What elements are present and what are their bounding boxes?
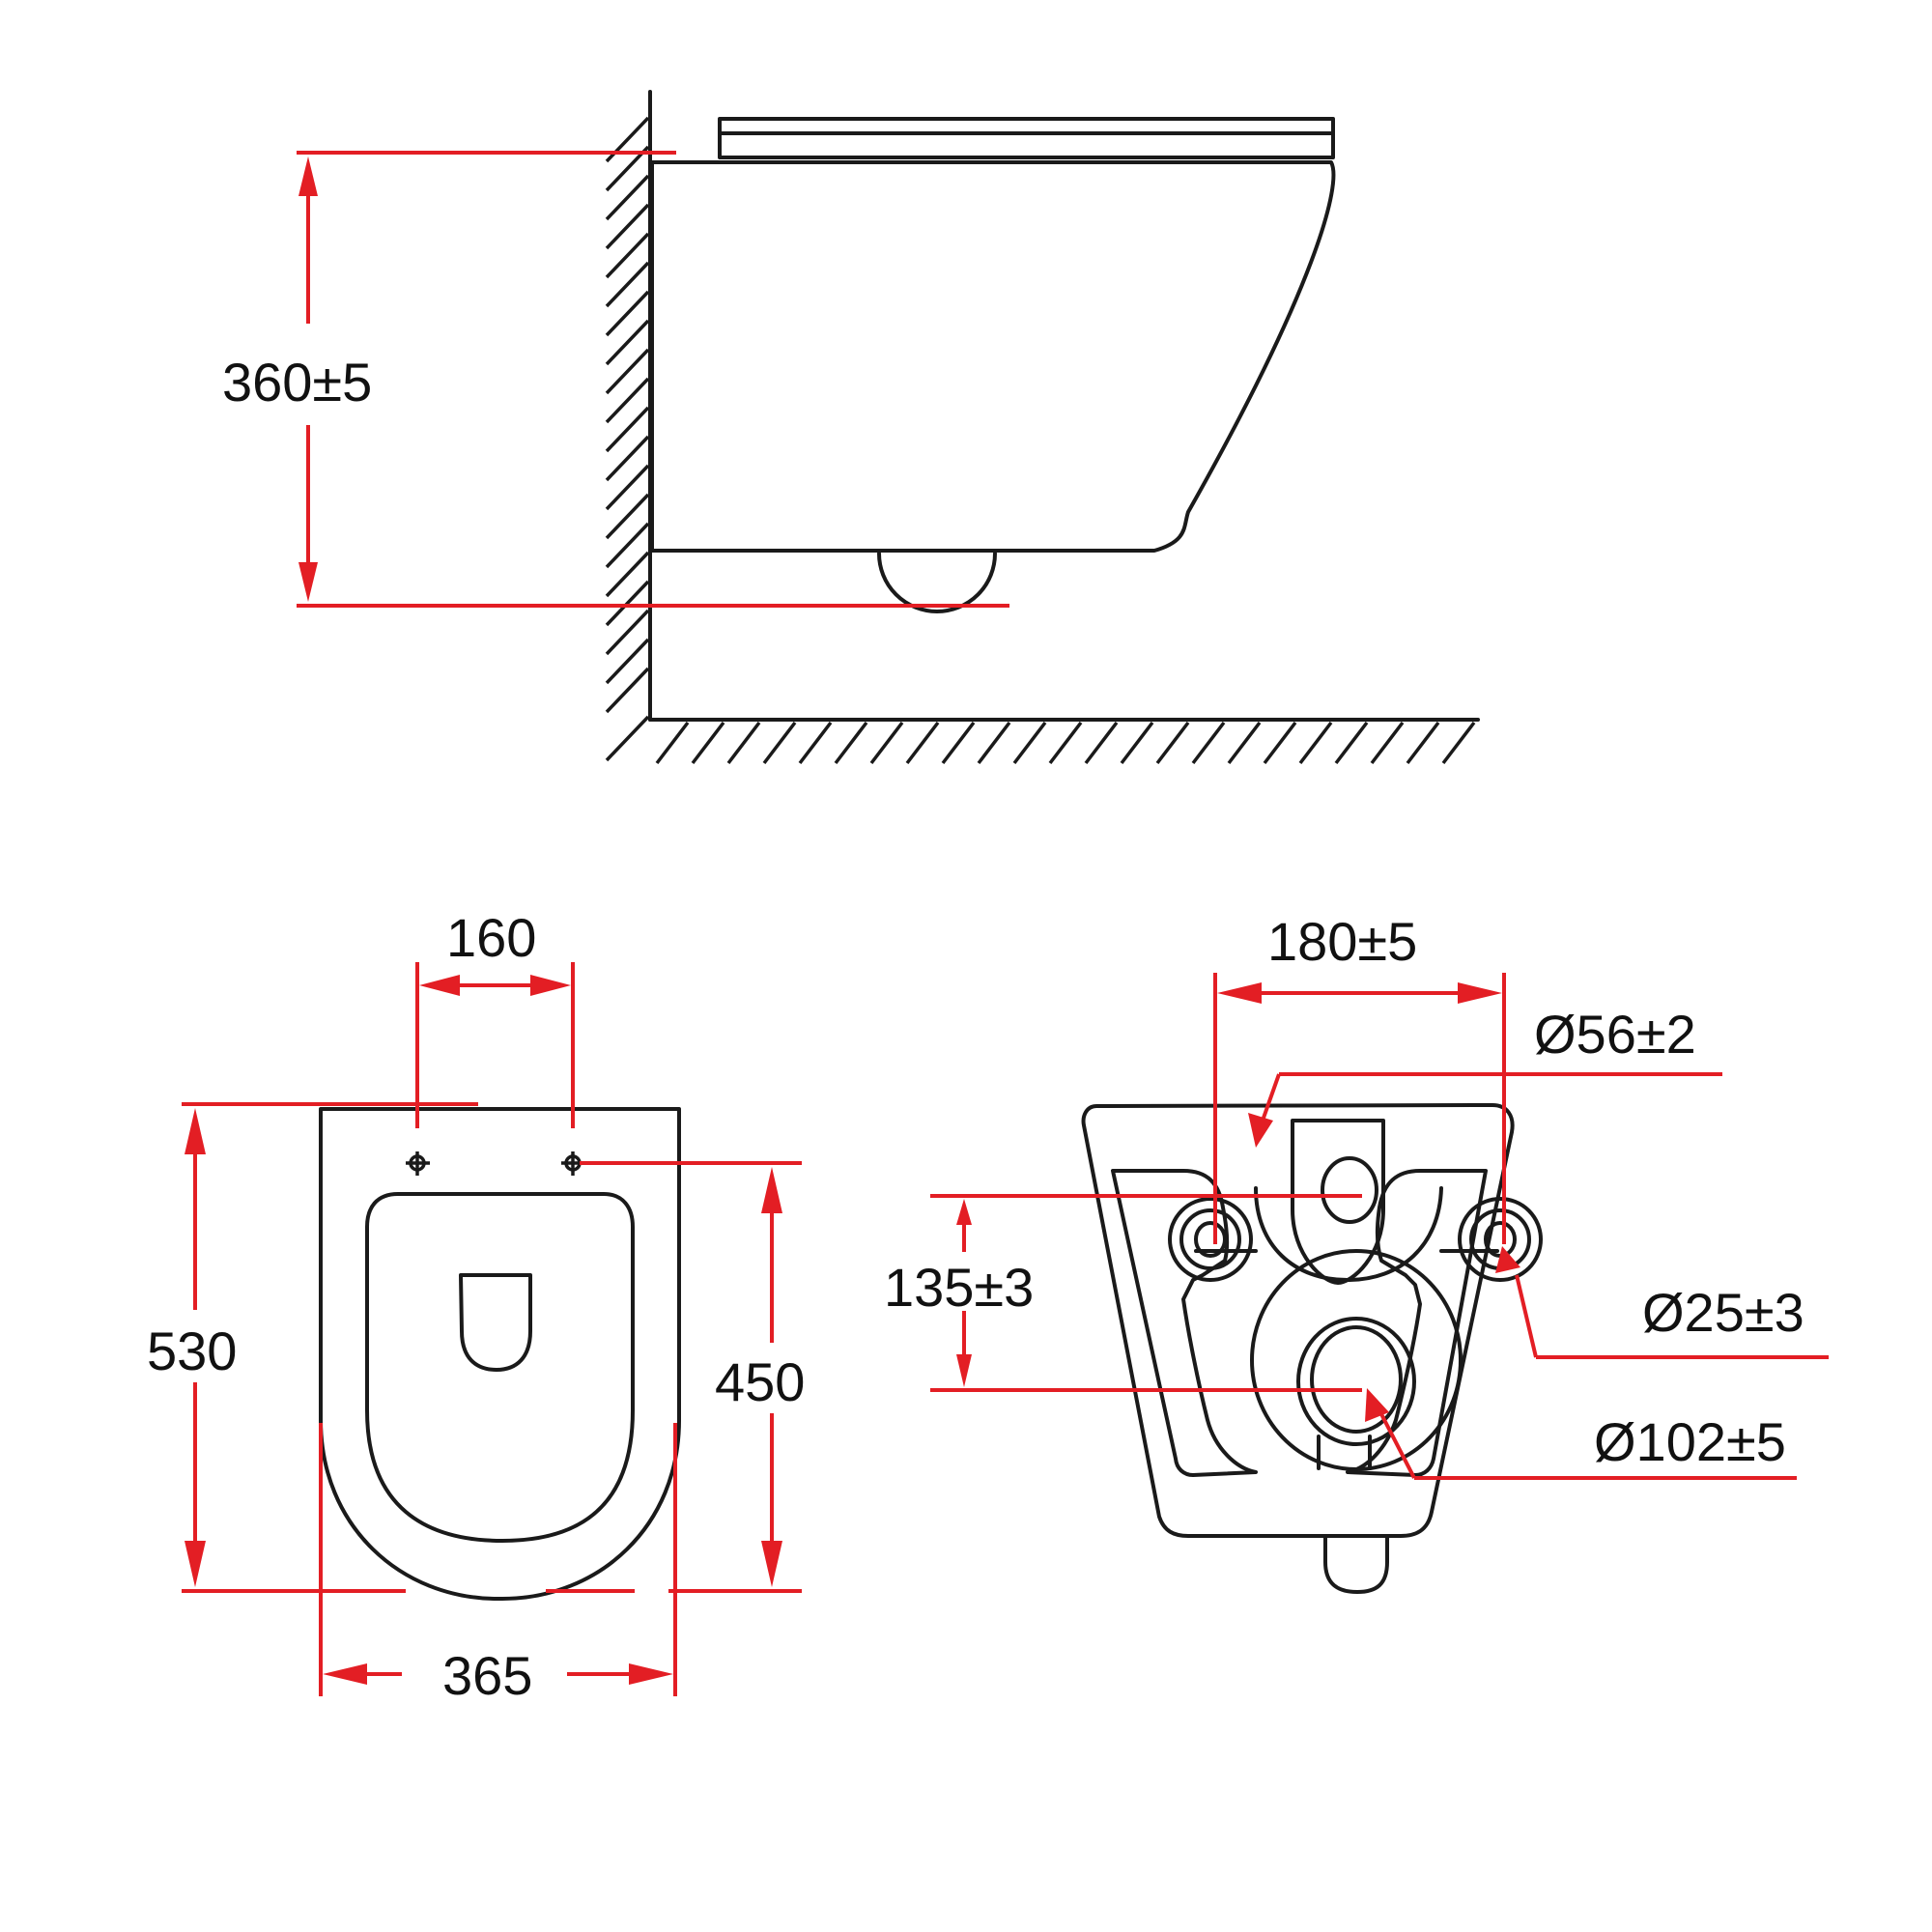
dimension-label-outlet-diameter: Ø102±5	[1594, 1411, 1786, 1472]
inlet-hole	[1321, 1156, 1378, 1224]
seat-lid	[718, 117, 1335, 159]
dimension-label-width: 365	[442, 1645, 532, 1706]
arrow-leader-icon	[1365, 1388, 1389, 1422]
rear-outer-shell	[1081, 1103, 1515, 1538]
outlet-spigot-rear	[1323, 1534, 1389, 1594]
wall-hatching	[605, 116, 650, 762]
dimension-label-bolt-spacing: 160	[446, 907, 536, 968]
arrow-down-icon	[761, 1541, 782, 1587]
dimension-total-length: 530	[147, 1102, 802, 1593]
dimension-label-total-length: 530	[147, 1321, 237, 1381]
inner-frame-right	[1346, 1169, 1488, 1477]
floor-hatching	[655, 721, 1476, 765]
fixing-hole-left	[1168, 1197, 1253, 1282]
arrow-right-icon	[629, 1663, 673, 1685]
dimension-fixing-spacing: 180±5	[1213, 911, 1506, 1244]
dimension-bolt-to-front: 450	[580, 1161, 805, 1587]
arrow-leader-icon	[1495, 1246, 1520, 1273]
bolt-left-icon	[406, 1151, 430, 1176]
dimension-bolt-spacing: 160	[415, 907, 575, 1128]
top-view: 160 530 450	[147, 907, 805, 1706]
arrow-left-icon	[419, 975, 460, 996]
dimension-label-vertical-offset: 135±3	[884, 1257, 1034, 1318]
arrow-down-icon	[298, 562, 318, 602]
outlet	[1250, 1249, 1463, 1471]
dimension-vertical-offset: 135±3	[884, 1194, 1362, 1392]
inner-frame-left	[1111, 1169, 1258, 1477]
arrow-right-icon	[1458, 982, 1502, 1004]
arrow-down-icon	[956, 1354, 972, 1387]
outlet-spigot-side	[877, 552, 997, 613]
dimension-inlet-diameter: Ø56±2	[1248, 1004, 1722, 1148]
dimension-label-fixing-hole-diameter: Ø25±3	[1642, 1282, 1804, 1343]
arrow-down-icon	[185, 1541, 206, 1587]
dimension-outlet-diameter: Ø102±5	[1365, 1388, 1797, 1480]
dimension-label-inlet-diameter: Ø56±2	[1534, 1004, 1696, 1065]
bowl-outline-top	[319, 1107, 681, 1601]
dimension-width: 365	[319, 1423, 677, 1706]
dimension-height: 360±5	[222, 151, 1009, 608]
side-view: 360±5	[222, 90, 1480, 765]
inlet-housing	[1291, 1119, 1385, 1285]
rear-view: 180±5 Ø56±2 135±3 Ø25±3	[884, 911, 1829, 1594]
arrow-leader-icon	[1248, 1113, 1273, 1148]
dimension-fixing-hole-diameter: Ø25±3	[1495, 1246, 1829, 1359]
arrow-left-icon	[323, 1663, 367, 1685]
arrow-up-icon	[185, 1108, 206, 1154]
hinge-cover	[459, 1273, 532, 1372]
arrow-right-icon	[530, 975, 571, 996]
arrow-left-icon	[1217, 982, 1262, 1004]
seat-outline-top	[365, 1192, 635, 1543]
inlet-surround	[1254, 1186, 1443, 1282]
arrow-up-icon	[956, 1199, 972, 1225]
dimension-label-height: 360±5	[222, 352, 372, 412]
dimension-label-fixing-spacing: 180±5	[1267, 911, 1417, 972]
bowl-body-side	[650, 160, 1336, 553]
dimension-label-bolt-to-front: 450	[715, 1351, 805, 1412]
arrow-up-icon	[298, 156, 318, 196]
arrow-up-icon	[761, 1167, 782, 1213]
